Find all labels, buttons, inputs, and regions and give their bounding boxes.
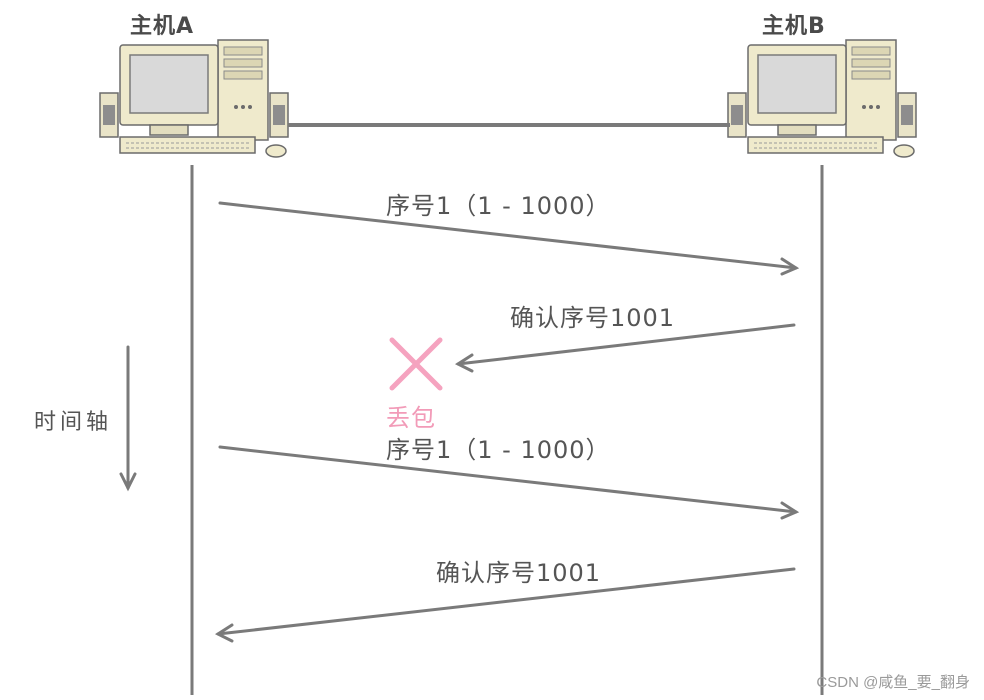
message-arrow-2 bbox=[454, 323, 796, 373]
message-label-1: 序号1（1 - 1000） bbox=[386, 192, 611, 220]
packet-loss-label: 丢包 bbox=[386, 404, 436, 432]
message-label-2: 确认序号1001 bbox=[510, 304, 676, 332]
packet-loss-icon bbox=[389, 337, 443, 391]
message-label-3: 序号1（1 - 1000） bbox=[386, 436, 611, 464]
host-a-computer-icon bbox=[99, 39, 289, 158]
message-arrow-4 bbox=[214, 567, 796, 643]
watermark: CSDN @咸鱼_要_翻身 bbox=[816, 674, 970, 691]
time-axis-arrow bbox=[119, 345, 137, 492]
host-a-label: 主机A bbox=[130, 14, 195, 39]
message-arrow-1 bbox=[218, 201, 800, 276]
message-arrow-3 bbox=[218, 445, 800, 520]
message-label-4: 确认序号1001 bbox=[436, 559, 602, 587]
host-b-label: 主机B bbox=[762, 14, 826, 39]
host-b-computer-icon bbox=[727, 39, 917, 158]
time-axis-label: 时间轴 bbox=[34, 410, 113, 435]
